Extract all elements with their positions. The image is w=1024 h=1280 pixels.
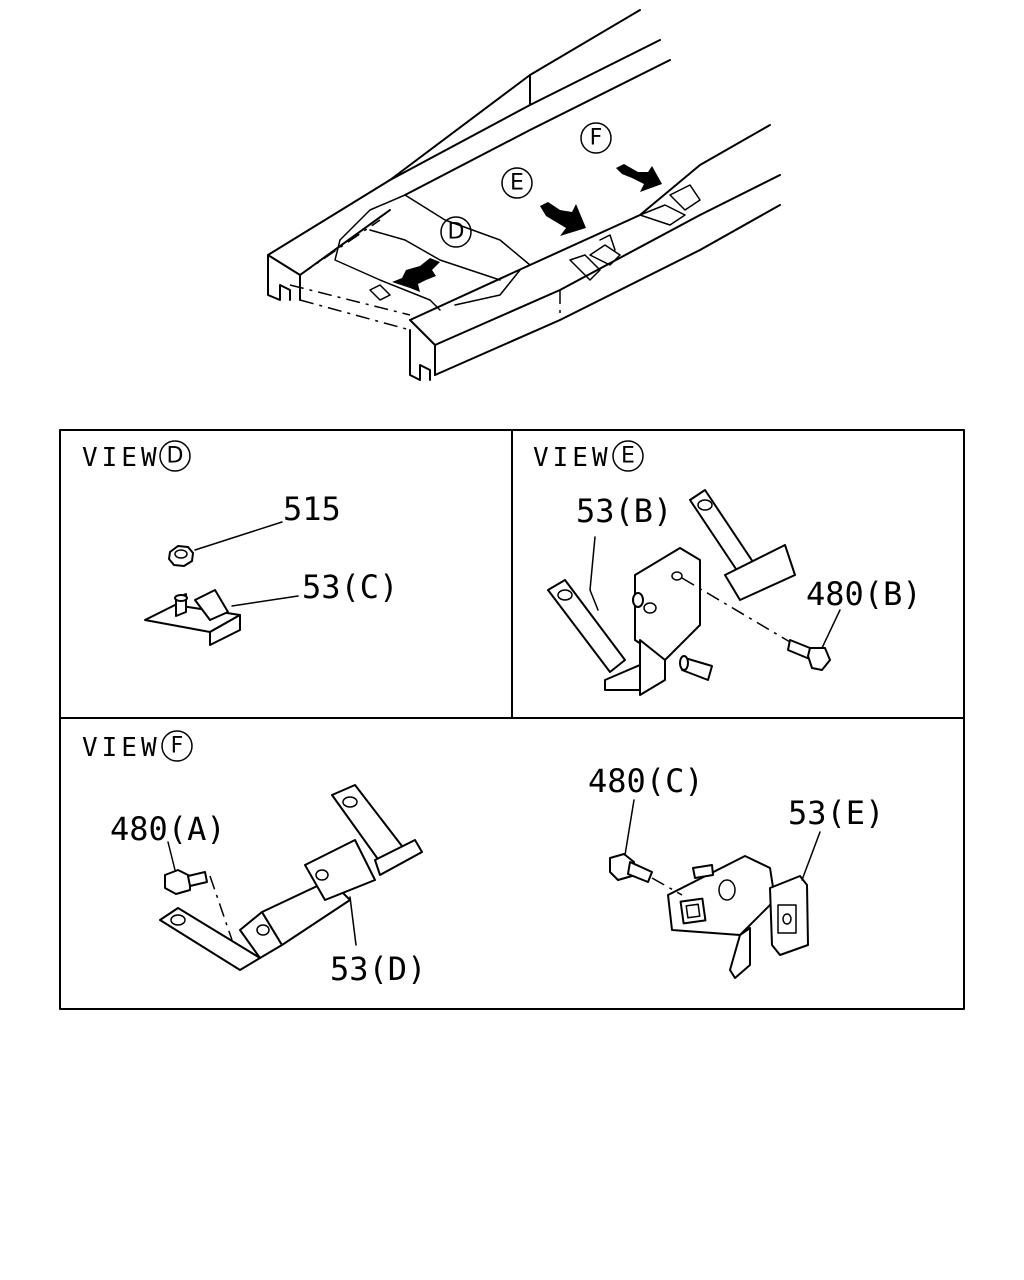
arrow-f bbox=[616, 164, 662, 192]
arrow-e bbox=[540, 202, 586, 236]
marker-d: D bbox=[440, 216, 472, 248]
view-e: VIEW E bbox=[533, 440, 922, 696]
view-e-title: VIEW E bbox=[533, 440, 644, 473]
bolt-480b bbox=[787, 639, 831, 671]
svg-text:D: D bbox=[167, 444, 184, 469]
view-d: VIEW D 515 53(C) bbox=[82, 440, 398, 646]
frame-overview: D E F bbox=[267, 9, 781, 381]
callout-480a: 480(A) bbox=[110, 810, 226, 848]
bracket-53d bbox=[159, 784, 423, 971]
view-f-title: VIEW F bbox=[82, 730, 193, 763]
bracket-53e bbox=[667, 855, 809, 979]
bracket-53b bbox=[547, 489, 796, 696]
callout-53c: 53(C) bbox=[302, 568, 398, 606]
svg-text:D: D bbox=[448, 220, 465, 245]
nut-515 bbox=[168, 545, 194, 567]
callout-480b: 480(B) bbox=[806, 575, 922, 613]
callout-53e: 53(E) bbox=[788, 794, 884, 832]
svg-text:F: F bbox=[590, 126, 603, 151]
marker-e: E bbox=[501, 167, 533, 199]
bolt-480a bbox=[164, 869, 208, 895]
callout-480c: 480(C) bbox=[588, 762, 704, 800]
bracket-53c bbox=[144, 589, 241, 646]
svg-text:VIEW: VIEW bbox=[533, 443, 612, 473]
svg-text:E: E bbox=[621, 444, 635, 469]
svg-text:F: F bbox=[171, 734, 184, 759]
arrow-d bbox=[392, 258, 440, 292]
svg-text:E: E bbox=[510, 171, 524, 196]
view-f: VIEW F 480(A) 53(D) bbox=[82, 730, 884, 988]
bolt-480c bbox=[609, 853, 653, 883]
marker-f: F bbox=[580, 122, 612, 154]
view-panels bbox=[59, 429, 965, 1010]
callout-53d: 53(D) bbox=[330, 950, 426, 988]
callout-515: 515 bbox=[283, 490, 341, 528]
svg-text:VIEW: VIEW bbox=[82, 733, 161, 763]
view-d-title: VIEW D bbox=[82, 440, 191, 473]
svg-text:VIEW: VIEW bbox=[82, 443, 161, 473]
callout-53b: 53(B) bbox=[576, 492, 672, 530]
